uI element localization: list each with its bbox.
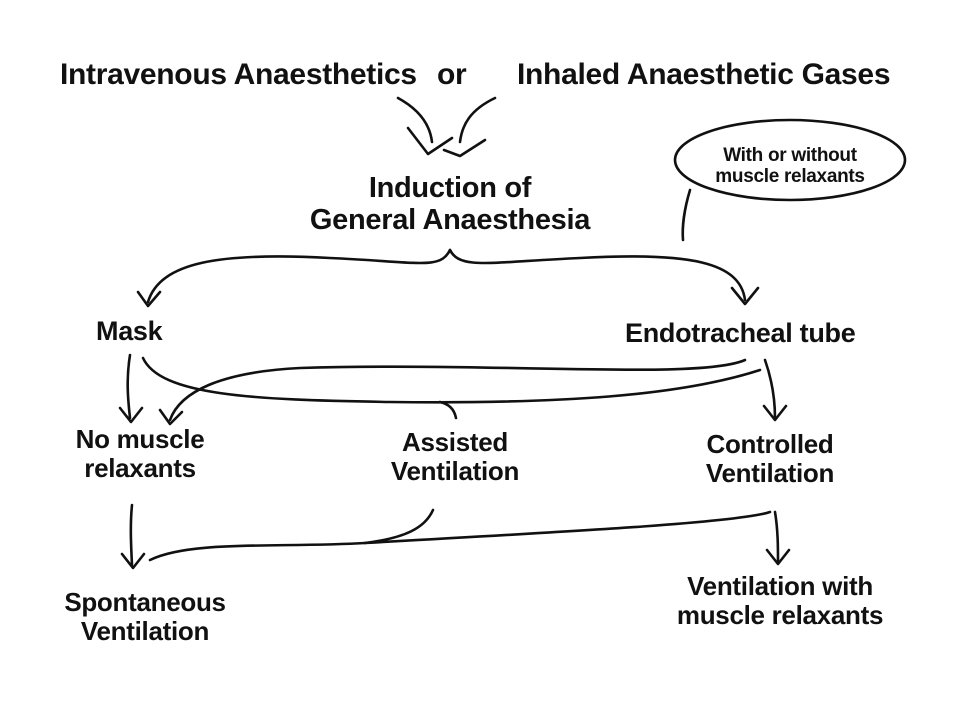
assisted-line2: Ventilation bbox=[390, 456, 520, 487]
induction-label: Induction of General Anaesthesia bbox=[300, 172, 600, 237]
controlled-to-brace bbox=[363, 510, 772, 545]
spontaneous-ventilation-label: Spontaneous Ventilation bbox=[35, 587, 255, 647]
iv-anaesthetics-label: Intravenous Anaesthetics bbox=[60, 58, 417, 91]
relaxant-note-line2: muscle relaxants bbox=[715, 166, 865, 188]
no-muscle-line2: relaxants bbox=[84, 453, 196, 484]
assisted-brace-tip bbox=[438, 400, 458, 420]
no-muscle-line1: No muscle bbox=[75, 424, 205, 454]
relaxant-note-bubble bbox=[673, 118, 907, 202]
mask-label: Mask bbox=[96, 316, 163, 346]
nomuscle-to-spontaneous bbox=[129, 503, 134, 567]
or-label: or bbox=[437, 58, 467, 91]
brace-induction-to-ett bbox=[448, 248, 747, 302]
spontaneous-line2: Ventilation bbox=[80, 616, 210, 647]
mask-to-nomuscle bbox=[126, 353, 132, 420]
ventmuscle-line1: Ventilation with bbox=[687, 571, 873, 601]
arrowhead-nomuscle-2 bbox=[158, 408, 184, 426]
inhaled-gases-label: Inhaled Anaesthetic Gases bbox=[517, 58, 891, 91]
bubble-tail bbox=[681, 188, 692, 242]
arrowhead-gas bbox=[442, 138, 487, 158]
assisted-ventilation-label: Assisted Ventilation bbox=[355, 427, 555, 487]
arrowhead-spontaneous bbox=[120, 552, 146, 570]
controlled-line1: Controlled bbox=[706, 429, 834, 459]
ett-to-controlled bbox=[763, 358, 777, 420]
arrowhead-mask bbox=[136, 290, 162, 308]
relaxant-note-text: With or without muscle relaxants bbox=[680, 145, 900, 188]
arrow-gas-to-induction bbox=[458, 96, 497, 144]
endotracheal-tube-label: Endotracheal tube bbox=[625, 318, 856, 348]
brace-to-spontaneous bbox=[148, 541, 367, 562]
arrow-iv-to-induction bbox=[396, 96, 434, 144]
arrowhead-iv bbox=[406, 126, 454, 156]
arrowhead-nomuscle bbox=[118, 406, 144, 424]
ett-to-nomuscle bbox=[168, 358, 747, 422]
ventmuscle-line2: muscle relaxants bbox=[676, 600, 884, 631]
assisted-to-brace bbox=[363, 508, 435, 545]
controlled-to-ventmuscle bbox=[773, 510, 780, 564]
arrowhead-controlled bbox=[762, 404, 788, 422]
controlled-ventilation-label: Controlled Ventilation bbox=[670, 429, 870, 489]
ventilation-with-relaxants-label: Ventilation with muscle relaxants bbox=[650, 571, 910, 631]
arrowhead-ett bbox=[730, 286, 760, 306]
brace-induction-to-mask bbox=[146, 248, 452, 304]
arrowhead-ventmuscle bbox=[765, 548, 791, 566]
relaxant-note-line1: With or without bbox=[723, 145, 857, 166]
induction-line2: General Anaesthesia bbox=[309, 204, 591, 237]
controlled-line2: Ventilation bbox=[705, 458, 835, 489]
induction-line1: Induction of bbox=[368, 172, 532, 204]
assisted-line1: Assisted bbox=[402, 427, 508, 457]
spontaneous-line1: Spontaneous bbox=[64, 587, 226, 617]
mask-to-controlled bbox=[141, 356, 762, 404]
no-muscle-relaxants-label: No muscle relaxants bbox=[40, 424, 240, 484]
